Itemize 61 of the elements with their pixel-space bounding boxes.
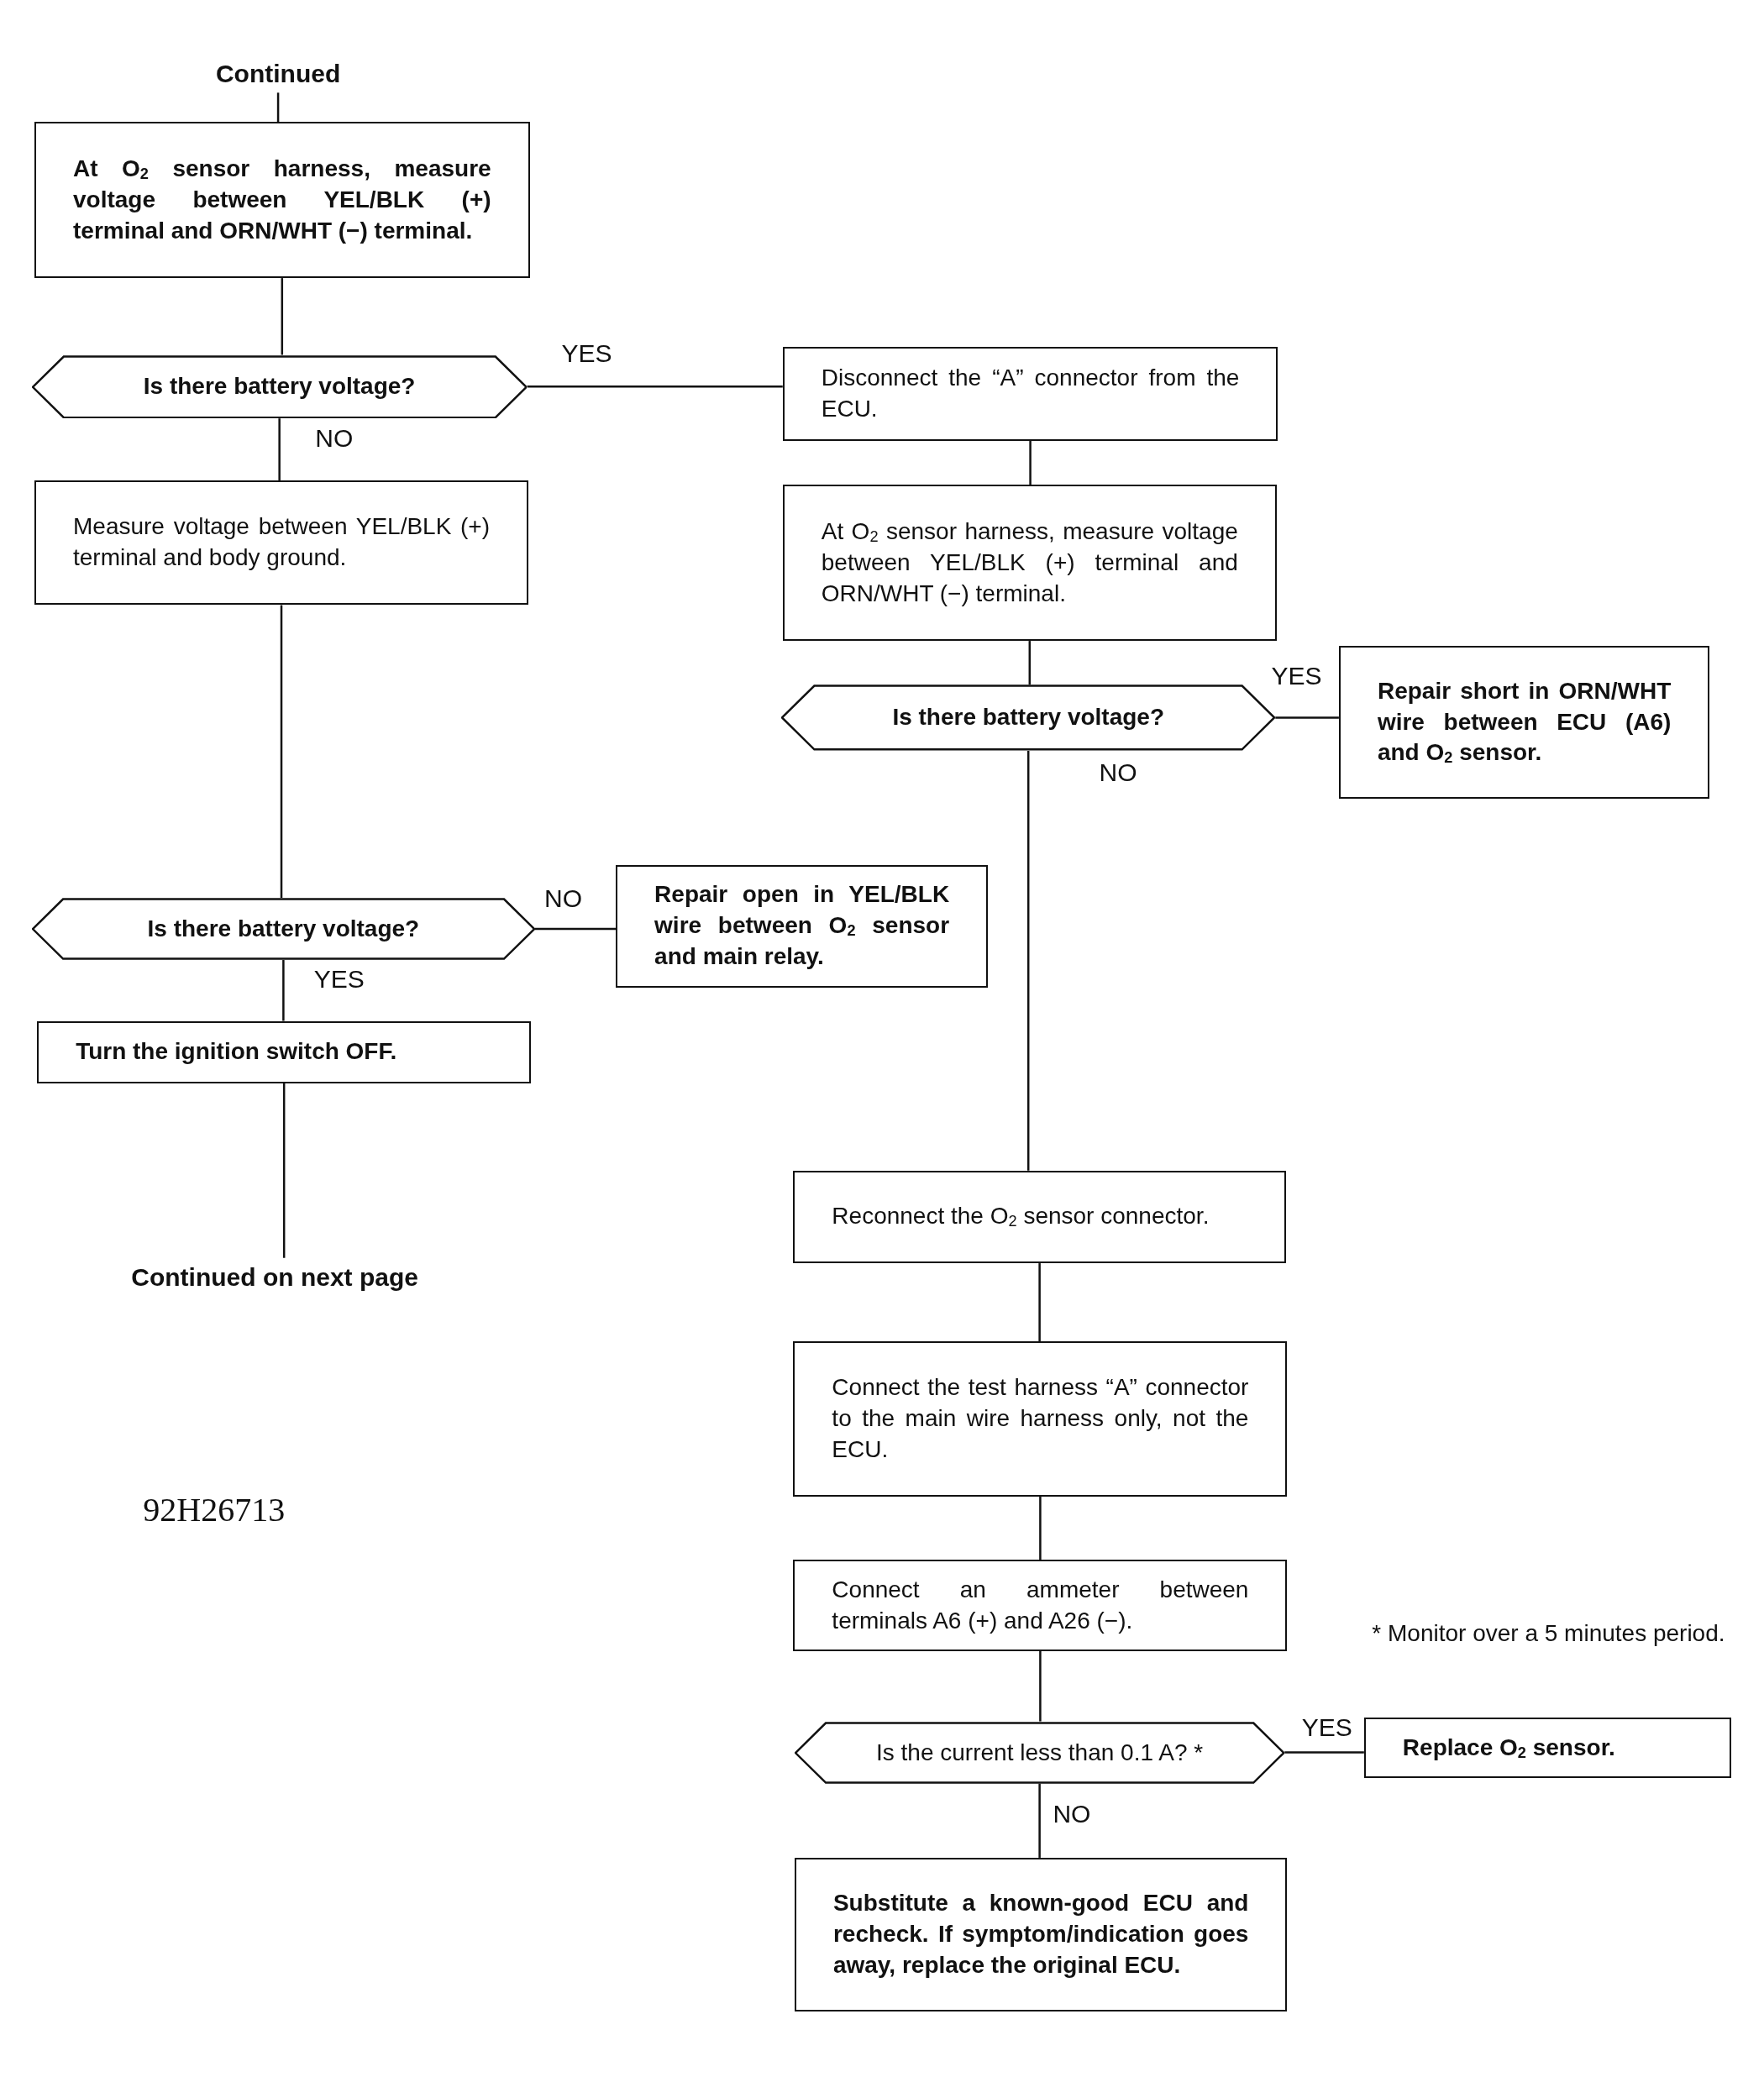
connector-line (280, 605, 283, 898)
edge-label: YES (1271, 662, 1322, 691)
connector-line (1275, 716, 1339, 719)
edge-label: NO (1053, 1799, 1091, 1828)
step-text: Turn the ignition switch OFF. (76, 1037, 398, 1067)
process-box (782, 347, 1278, 441)
step-text: At O$_{2}$ sensor harness, measure voltage between YEL/BLK (+) terminal and ORN/WHT (−) terminal. (821, 517, 1238, 608)
connector-line (282, 960, 285, 1021)
connector-line (1284, 1751, 1364, 1754)
step-text: Reconnect the O$_{2}$ sensor connector. (832, 1202, 1210, 1232)
connector-line (1039, 1496, 1042, 1560)
question-text: Is there battery voltage? (143, 373, 416, 401)
edge-label: NO (543, 884, 582, 914)
step-text: Repair open in YEL/BLK wire between O$_{2}$ sensor and main relay. (654, 880, 950, 972)
step-text: Repair short in ORN/WHT wire between ECU (A6) and O$_{2}$ sensor. (1377, 676, 1672, 768)
connector-line (1028, 641, 1032, 685)
step-text: Replace O$_{2}$ sensor. (1402, 1733, 1616, 1763)
step-text: Measure voltage between YEL/BLK (+) terminal and body ground. (73, 512, 491, 573)
figure-number: 92H26713 (143, 1490, 286, 1531)
connector-line (276, 92, 280, 123)
connector-line (1039, 1651, 1042, 1722)
step-text: Connect the test harness “A” connector to the main wire harness only, not the ECU. (832, 1372, 1249, 1464)
connector-line (1038, 1263, 1041, 1342)
process-box (793, 1341, 1288, 1497)
flow-text: Continued (198, 55, 358, 93)
footnote: * Monitor over a 5 minutes period. (1372, 1618, 1726, 1648)
process-box (34, 122, 530, 279)
process-box (37, 1020, 532, 1083)
process-box (782, 485, 1277, 642)
process-box (793, 1170, 1286, 1264)
edge-label: NO (1099, 758, 1137, 788)
step-text: Disconnect the “A” connector from the ECU. (821, 364, 1240, 423)
process-box (793, 1560, 1288, 1651)
decision-hexagon (31, 354, 528, 419)
process-box (1338, 646, 1710, 799)
process-box (1363, 1717, 1731, 1779)
question-text: Is the current less than 0.1 A? * (876, 1739, 1204, 1766)
step-text: At O$_{2}$ sensor harness, measure voltage between YEL/BLK (+) terminal and ORN/WHT (−) terminal. (73, 154, 491, 245)
edge-label: YES (561, 338, 612, 368)
connector-line (534, 927, 617, 931)
connector-line (1038, 1783, 1041, 1858)
question-text: Is there battery voltage? (147, 915, 420, 942)
decision-hexagon (794, 1721, 1285, 1784)
edge-label: YES (1301, 1713, 1352, 1743)
connector-line (282, 1083, 286, 1258)
connector-line (527, 386, 783, 388)
process-box (794, 1857, 1288, 2011)
edge-label: NO (315, 423, 354, 453)
process-box (34, 480, 529, 606)
decision-hexagon (781, 684, 1276, 751)
question-text: Is there battery voltage? (892, 704, 1165, 732)
step-text: Connect an ammeter between terminals A6 (+) and A26 (−). (832, 1575, 1249, 1635)
process-box (616, 864, 989, 989)
connector-line (281, 278, 284, 355)
connector-line (1029, 441, 1032, 485)
edge-label: YES (313, 965, 365, 994)
connector-line (278, 418, 281, 481)
flow-text: Continued on next page (106, 1257, 444, 1298)
connector-line (1026, 750, 1030, 1171)
decision-hexagon (31, 897, 535, 960)
step-text: Substitute a known-good ECU and recheck. If symptom/indication goes away, replace the original ECU. (832, 1888, 1249, 1980)
